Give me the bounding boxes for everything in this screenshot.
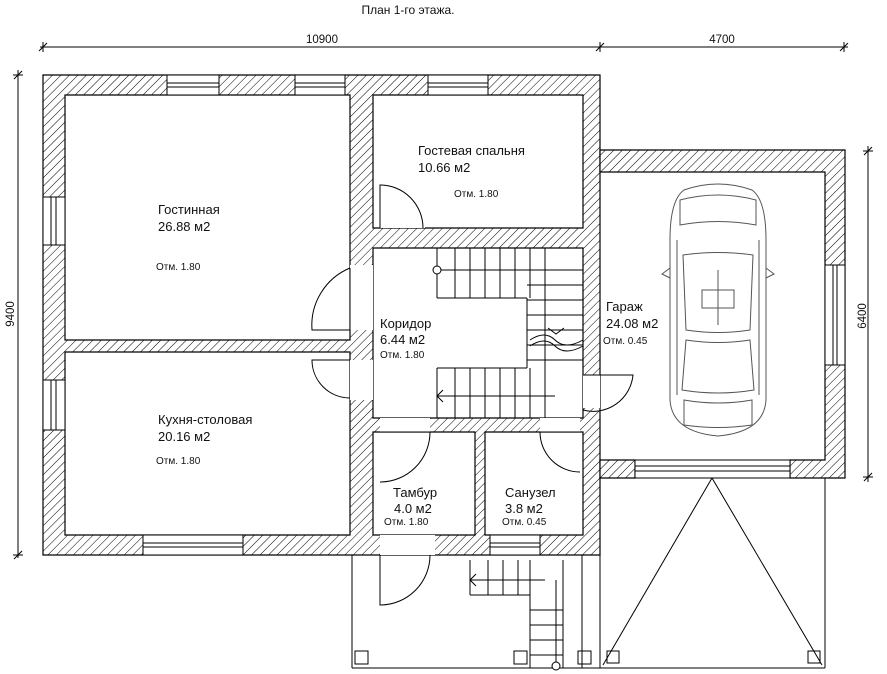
staircase <box>432 248 584 418</box>
room-living-elevation: Отм. 1.80 <box>156 262 201 273</box>
room-corridor-elevation: Отм. 1.80 <box>380 350 425 361</box>
room-bathroom-elevation: Отм. 0.45 <box>502 517 547 528</box>
room-living-area: 26.88 м2 <box>158 219 210 234</box>
porch-stairs <box>469 560 564 671</box>
room-garage-name: Гараж <box>606 299 643 314</box>
top-dimension-line <box>38 42 849 52</box>
room-garage: Гараж 24.08 м2 Отм. 0.45 <box>603 299 658 347</box>
garage-door <box>634 459 791 479</box>
room-garage-elevation: Отм. 0.45 <box>603 336 648 347</box>
room-bathroom: Санузел 3.8 м2 Отм. 0.45 <box>502 485 556 528</box>
room-vestibule-elevation: Отм. 1.80 <box>384 517 429 528</box>
left-dimension-line <box>13 70 23 560</box>
room-corridor: Коридор 6.44 м2 Отм. 1.80 <box>380 316 431 361</box>
room-vestibule-name: Тамбур <box>393 485 437 500</box>
room-kitchen-area: 20.16 м2 <box>158 429 210 444</box>
room-corridor-name: Коридор <box>380 316 431 331</box>
room-kitchen-elevation: Отм. 1.80 <box>156 456 201 467</box>
room-vestibule-area: 4.0 м2 <box>394 501 432 516</box>
dimension-left: 9400 <box>5 301 17 327</box>
windows <box>42 74 846 556</box>
dimension-top-right: 4700 <box>709 34 735 46</box>
room-kitchen-name: Кухня-столовая <box>158 412 252 427</box>
room-vestibule: Тамбур 4.0 м2 Отм. 1.80 <box>384 485 437 528</box>
room-guest-bedroom-name: Гостевая спальня <box>418 143 525 158</box>
plan-title: План 1-го этажа. <box>362 3 455 17</box>
room-living: Гостинная 26.88 м2 Отм. 1.80 <box>156 202 220 273</box>
room-guest-bedroom-elevation: Отм. 1.80 <box>454 189 499 200</box>
carport <box>599 477 826 669</box>
room-kitchen: Кухня-столовая 20.16 м2 Отм. 1.80 <box>156 412 252 467</box>
garage-walls <box>599 149 846 479</box>
right-dimension-line <box>863 146 873 482</box>
room-garage-area: 24.08 м2 <box>606 316 658 331</box>
room-guest-bedroom-area: 10.66 м2 <box>418 160 470 175</box>
dimension-top-left: 10900 <box>306 34 338 46</box>
dimension-right: 6400 <box>857 303 869 329</box>
room-corridor-area: 6.44 м2 <box>380 332 425 347</box>
doors <box>311 180 634 606</box>
room-bathroom-area: 3.8 м2 <box>505 501 543 516</box>
room-bathroom-name: Санузел <box>505 485 556 500</box>
room-guest-bedroom: Гостевая спальня 10.66 м2 Отм. 1.80 <box>418 143 525 200</box>
room-living-name: Гостинная <box>158 202 220 217</box>
car-icon <box>661 183 775 437</box>
